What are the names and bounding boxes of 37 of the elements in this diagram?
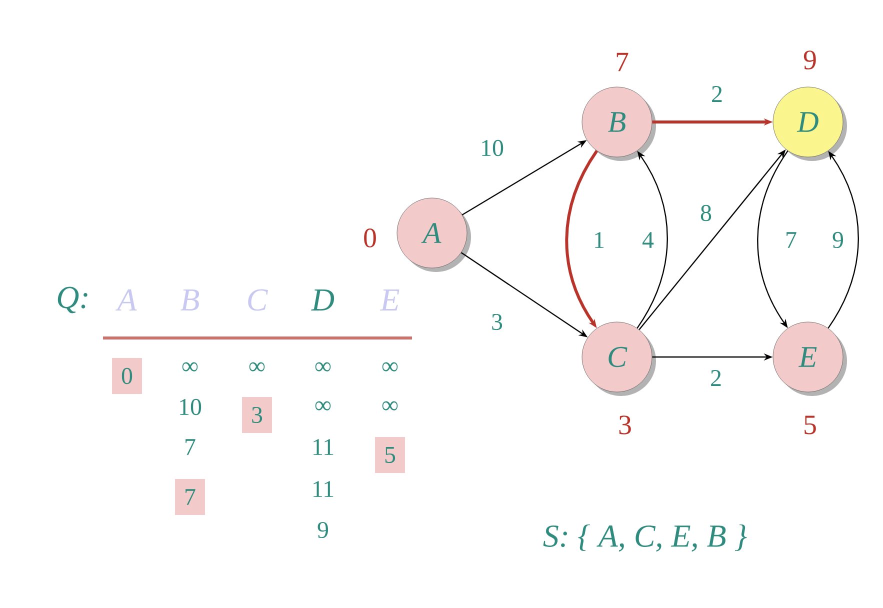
edge-label: 10 [479,138,505,158]
edge-label: 2 [709,369,723,387]
edge-label: 4 [641,231,655,249]
queue-label: Q: [58,286,88,314]
distance-label: 7 [616,52,628,72]
edge-label: 1 [592,231,606,249]
distance-label: 0 [364,228,376,248]
table-cell: 7 [175,479,205,515]
table-cell: 3 [242,397,272,433]
table-cell: 5 [375,437,405,473]
table-cell: ∞ [182,362,198,372]
table-cell: 11 [314,439,334,455]
distance-label: 3 [619,416,631,434]
table-cell: 0 [112,358,142,394]
graph-node: A [396,198,471,272]
table-cell: 7 [186,439,196,455]
edge-label: 7 [784,231,798,249]
graph-node: B [582,86,656,161]
table-cell: 11 [314,481,334,497]
graph-node: C [582,322,656,396]
table-cell: ∞ [382,401,398,410]
table-cell: ∞ [315,362,331,372]
distance-label: 9 [804,50,816,70]
table-cell: ∞ [382,362,398,372]
distance-label: 5 [804,416,816,434]
table-cell: 10 [180,398,202,416]
table-cell: ∞ [249,362,265,372]
table-cell: 9 [318,522,328,538]
edge-label: 3 [490,312,504,332]
set-label: S: { A, C, E, B } [543,524,747,552]
graph-node: D [772,86,847,161]
column-header: D [311,290,334,310]
table-cell: ∞ [315,401,331,410]
edge-label: 9 [831,230,845,250]
edge-label: 8 [699,204,713,222]
edge-label: 2 [710,85,724,103]
graph-node: E [772,322,847,396]
